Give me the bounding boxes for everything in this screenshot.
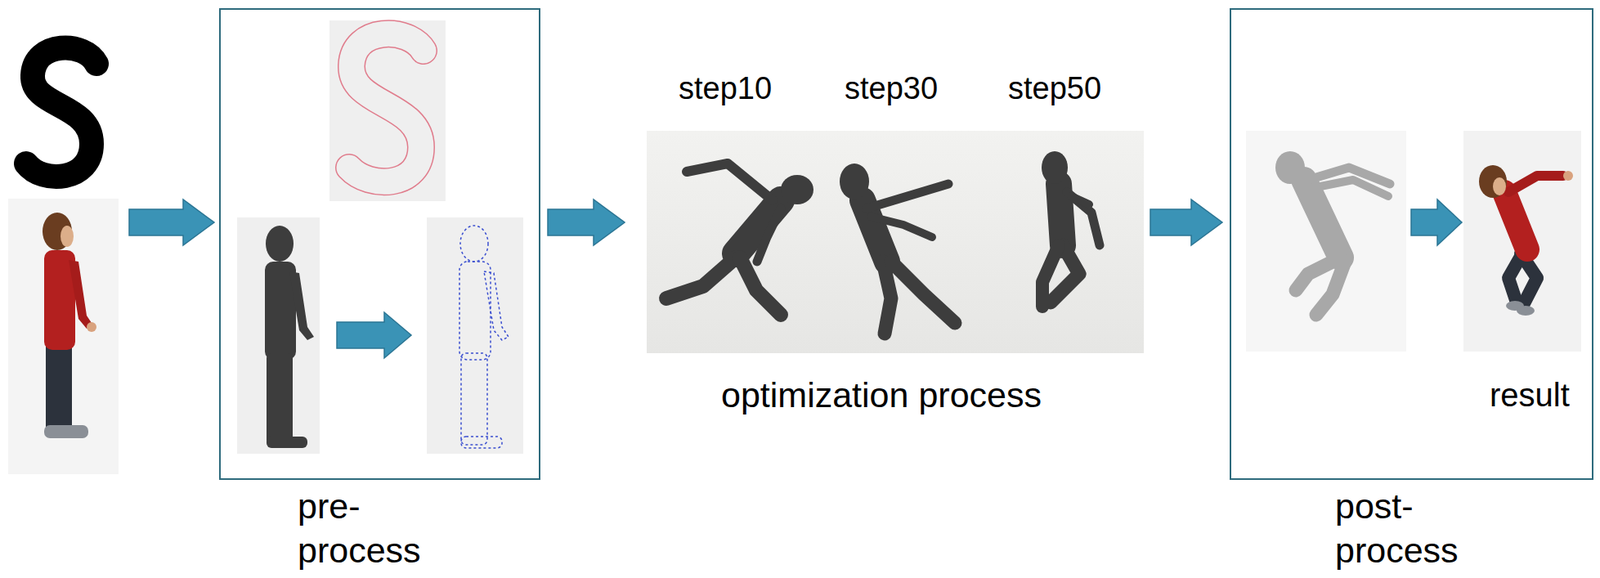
flow-arrow	[1411, 199, 1462, 246]
result-person	[1504, 175, 1564, 307]
silhouette	[264, 225, 314, 449]
process-box: pre- process	[219, 8, 541, 480]
face	[1492, 177, 1506, 196]
shoe	[1516, 305, 1535, 316]
image-panel	[426, 217, 524, 454]
image-panel	[329, 20, 446, 202]
step-label: step50	[1008, 70, 1102, 107]
flow-arrow	[547, 199, 625, 246]
image-panel	[646, 130, 1144, 354]
flow-arrow	[336, 312, 412, 359]
hand	[1563, 170, 1574, 181]
image-panel	[1463, 130, 1582, 352]
flow-arrow	[1150, 199, 1223, 246]
contour-figure	[459, 225, 509, 449]
step-label: step10	[678, 70, 772, 107]
image-panel	[1245, 130, 1407, 352]
stage-heading: pre- process	[297, 484, 422, 573]
flow-arrow	[129, 199, 215, 246]
hair	[1478, 165, 1507, 198]
pose-heads	[780, 151, 1305, 205]
process-box: post- processresult	[1229, 8, 1594, 480]
image-panel	[8, 198, 119, 475]
contour-s-inner	[349, 33, 424, 182]
input-person	[42, 212, 97, 439]
step-label: result	[1489, 376, 1570, 414]
image-panel	[237, 217, 320, 454]
step-label: optimization process	[721, 374, 1042, 416]
contour-s	[349, 33, 424, 182]
image-panel-group: step10 step30 step50 optimization process	[646, 49, 1144, 426]
input-letter	[26, 47, 97, 177]
stage-heading: post- process	[1335, 484, 1459, 573]
step-label: step30	[844, 70, 938, 107]
